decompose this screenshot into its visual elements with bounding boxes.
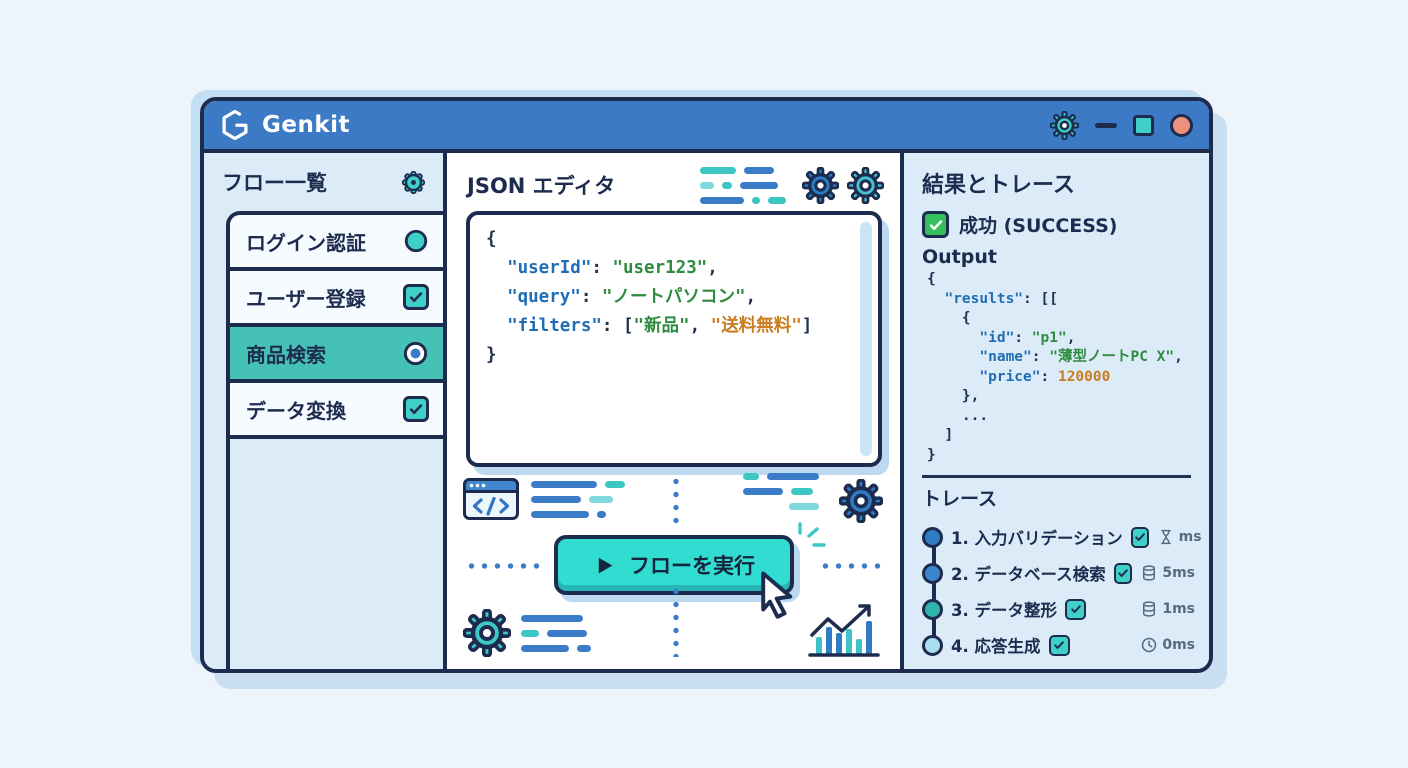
sidebar-item-user-register[interactable]: ユーザー登録 (230, 271, 443, 327)
flow-item-label: ログイン認証 (246, 230, 366, 255)
mouse-cursor-icon (755, 569, 801, 619)
genkit-window: Genkit フロー一覧 ログイン認証 (200, 97, 1213, 673)
trace-step-2[interactable]: 2. データベース検索 5ms (922, 555, 1195, 591)
gear-teal-icon (463, 609, 511, 657)
sidebar-item-product-search[interactable]: 商品検索 (230, 327, 443, 383)
settings-gear-icon[interactable] (1050, 111, 1079, 140)
status-label: 成功 (SUCCESS) (959, 215, 1118, 237)
json-editor-panel: JSON エディタ { "userId": "user123", "query"… (447, 153, 904, 669)
minimize-button[interactable] (1095, 122, 1117, 128)
dotted-connector-vertical (673, 475, 679, 527)
timeline-line (932, 533, 936, 643)
code-window-icon (463, 478, 519, 520)
play-icon (592, 553, 617, 578)
checkbox-checked-icon (1048, 634, 1070, 656)
checkbox-checked-icon[interactable] (403, 284, 429, 310)
sidebar-item-data-transform[interactable]: データ変換 (230, 383, 443, 439)
flow-item-label: 商品検索 (246, 342, 326, 367)
trace-step-3[interactable]: 3. データ整形 1ms (922, 591, 1195, 627)
trace-step-4[interactable]: 4. 応答生成 0ms (922, 627, 1195, 663)
duration-label: 5ms (1162, 565, 1195, 581)
sparkle-icon (798, 522, 826, 547)
gear-blue-icon[interactable] (802, 167, 839, 204)
timeline-dot (922, 598, 943, 620)
badge-gear-icon[interactable] (400, 169, 427, 196)
trace-step-1[interactable]: 1. 入力バリデーション ms (922, 519, 1202, 555)
decorative-lines (531, 481, 625, 518)
divider (922, 475, 1191, 478)
status-row: 成功 (SUCCESS) (922, 211, 1195, 238)
flow-item-label: ユーザー登録 (246, 286, 366, 311)
clock-icon (1140, 636, 1158, 654)
gear-blue-icon (839, 479, 883, 523)
editor-scrollbar[interactable] (860, 222, 872, 456)
decorative-lines (743, 473, 819, 510)
output-label: Output (922, 246, 997, 268)
dotted-connector-right (819, 563, 883, 569)
database-icon (1140, 564, 1158, 582)
bar-chart-icon (808, 604, 880, 657)
dotted-connector-left (465, 563, 547, 569)
checkbox-checked-icon (1113, 562, 1133, 584)
trace-timeline: 1. 入力バリデーション ms 2. データベース検索 (922, 519, 1202, 663)
circle-icon[interactable] (403, 228, 429, 254)
sidebar-item-login-auth[interactable]: ログイン認証 (230, 215, 443, 271)
maximize-button[interactable] (1133, 114, 1154, 136)
timeline-dot (922, 634, 943, 656)
checkbox-checked-icon (1065, 598, 1086, 620)
app-title: Genkit (262, 112, 351, 138)
timeline-dot (922, 526, 943, 548)
duration-label: ms (1178, 529, 1202, 545)
decorative-lines (521, 615, 591, 652)
gear-teal-icon[interactable] (847, 167, 884, 204)
titlebar[interactable]: Genkit (204, 101, 1209, 153)
duration-label: 0ms (1162, 637, 1195, 653)
dotted-connector-vertical (673, 585, 679, 657)
radio-selected-icon[interactable] (402, 340, 429, 367)
json-editor-input[interactable]: { "userId": "user123", "query": "ノートパソコン… (466, 211, 882, 467)
flow-sidebar: フロー一覧 ログイン認証 ユーザー登録 商品検索 (204, 153, 447, 669)
close-button[interactable] (1170, 113, 1193, 137)
decorative-lines (700, 166, 786, 204)
hourglass-icon (1157, 528, 1175, 546)
editor-title: JSON エディタ (467, 174, 616, 198)
run-button-label: フローを実行 (629, 555, 755, 578)
database-icon (1140, 600, 1158, 618)
output-code: { "results": [[ { "id": "p1", "name": "薄… (927, 271, 1183, 463)
editor-code[interactable]: { "userId": "user123", "query": "ノートパソコン… (486, 229, 813, 365)
results-panel: 結果とトレース 成功 (SUCCESS) Output { "results":… (904, 153, 1209, 669)
flow-item-label: データ変換 (246, 398, 346, 423)
checkbox-checked-icon (1130, 526, 1149, 548)
success-check-icon (922, 211, 949, 238)
trace-title: トレース (922, 488, 998, 510)
checkbox-checked-icon[interactable] (403, 396, 429, 422)
flow-list: ログイン認証 ユーザー登録 商品検索 (226, 211, 443, 669)
timeline-dot (922, 562, 943, 584)
duration-label: 1ms (1162, 601, 1195, 617)
genkit-logo-icon (222, 110, 248, 140)
sidebar-title: フロー一覧 (222, 171, 327, 195)
results-title: 結果とトレース (922, 173, 1075, 198)
